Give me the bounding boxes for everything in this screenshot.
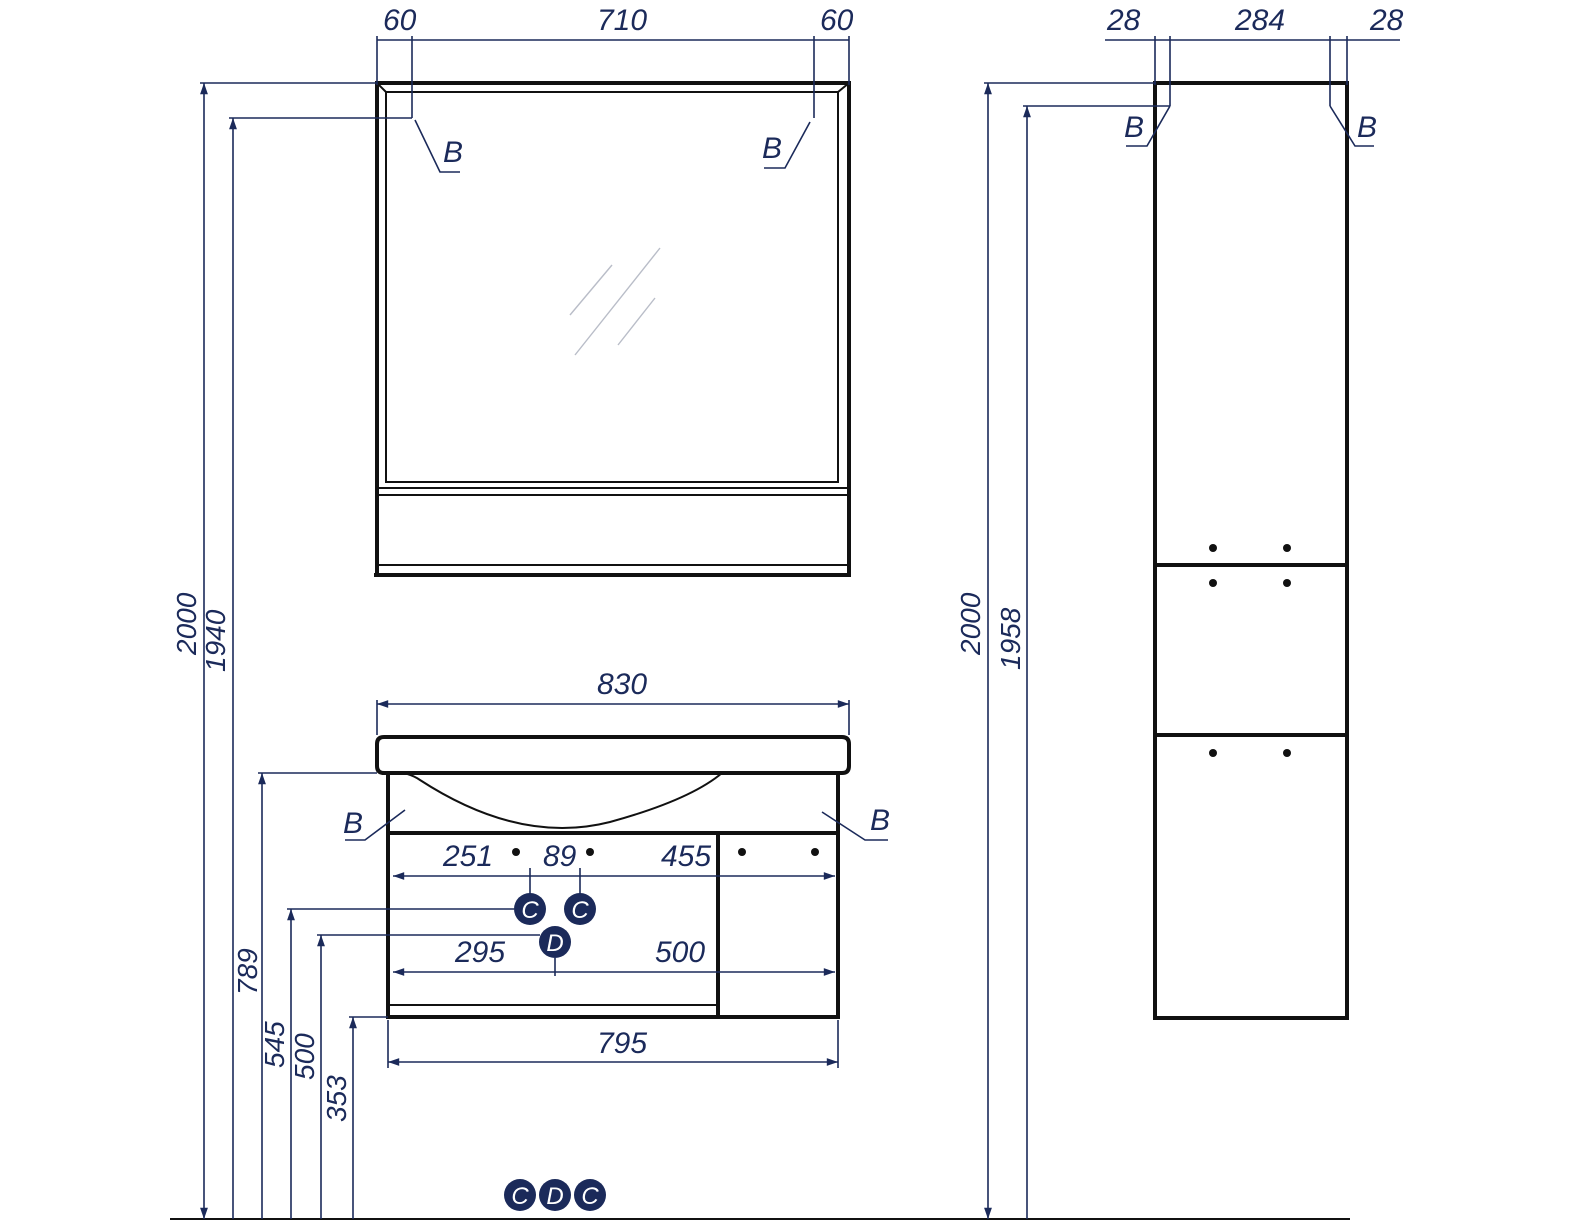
dim-500: 500 — [289, 1033, 320, 1080]
dim-vanity-body: 795 — [597, 1027, 647, 1060]
mirror-width-dims: 60 710 60 — [376, 4, 854, 118]
dim-left-2000: 2000 — [171, 592, 202, 656]
dim-right-1958: 1958 — [995, 607, 1026, 670]
dim-col-left: 28 — [1106, 4, 1141, 37]
vanity: B B — [343, 735, 890, 1019]
column-width-dims: 28 284 28 — [1105, 4, 1404, 106]
bubble-c-left: C — [514, 893, 546, 925]
svg-text:C: C — [571, 897, 589, 924]
vanity-body-dim: 795 — [387, 1020, 839, 1068]
dim-353: 353 — [321, 1075, 352, 1122]
right-vertical-dims: 2000 1958 — [955, 82, 1170, 1219]
mirror-glass-reflection — [569, 247, 661, 356]
connection-d-dims: 295 500 — [393, 936, 836, 976]
dim-789: 789 — [232, 948, 263, 995]
svg-text:D: D — [546, 1183, 563, 1210]
dim-mirror-mid: 710 — [597, 4, 647, 37]
vanity-b-left: B — [343, 807, 363, 840]
dim-545: 545 — [259, 1021, 290, 1068]
floor-bubbles: C D C — [504, 1179, 606, 1211]
bubble-d: D — [539, 926, 571, 958]
svg-text:D: D — [546, 930, 563, 957]
dim-left-1940: 1940 — [200, 609, 231, 672]
dim-d-right: 500 — [655, 936, 705, 969]
dim-vanity-width: 830 — [597, 668, 647, 701]
dim-col-right: 28 — [1369, 4, 1404, 37]
dim-mirror-right: 60 — [820, 4, 854, 37]
svg-text:C: C — [581, 1183, 599, 1210]
vanity-width-dim: 830 — [376, 668, 850, 735]
dim-c-left: 251 — [442, 840, 493, 873]
mirror-b-right: B — [762, 132, 782, 165]
svg-text:C: C — [521, 897, 539, 924]
svg-text:C: C — [511, 1183, 529, 1210]
dim-d-left: 295 — [454, 936, 505, 969]
column-b-left: B — [1124, 111, 1144, 144]
dim-c-gap: 89 — [543, 840, 577, 873]
mirror-b-left: B — [443, 136, 463, 169]
dim-c-right: 455 — [661, 840, 711, 873]
column-cabinet: B B — [1124, 81, 1377, 1020]
column-b-right: B — [1357, 111, 1377, 144]
dim-mirror-left: 60 — [383, 4, 417, 37]
dim-col-mid: 284 — [1234, 4, 1285, 37]
vanity-b-right: B — [870, 804, 890, 837]
bubble-c-right: C — [564, 893, 596, 925]
left-vertical-dims: 2000 1940 789 545 500 353 — [171, 82, 540, 1219]
connection-c-dims: 251 89 455 — [393, 840, 836, 896]
mirror: B B — [374, 81, 851, 577]
dim-right-2000: 2000 — [955, 592, 986, 656]
